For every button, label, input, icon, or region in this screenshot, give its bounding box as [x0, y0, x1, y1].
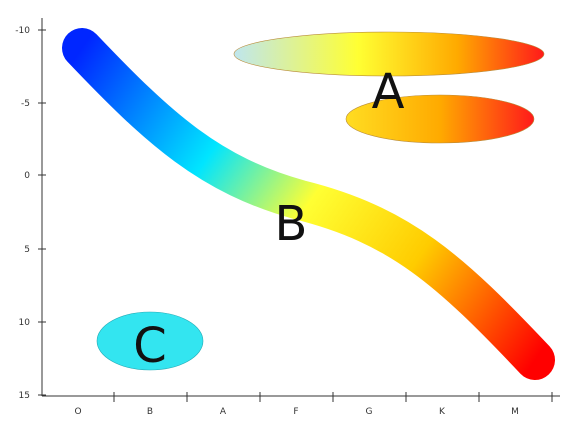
x-axis-ticks — [113, 392, 553, 402]
x-tick-label: K — [439, 407, 446, 417]
x-tick-label: A — [220, 407, 227, 417]
region-b-label: B — [275, 196, 308, 252]
region-a-lower-ellipse — [345, 94, 535, 144]
region-a-label: A — [372, 64, 405, 120]
region-b-band — [62, 28, 555, 380]
y-tick-label: 15 — [19, 391, 30, 401]
y-tick-label: 5 — [24, 245, 30, 255]
x-tick-label: O — [74, 407, 81, 417]
x-tick-label: G — [366, 407, 373, 417]
y-tick-label: 0 — [24, 171, 30, 181]
x-tick-label: B — [147, 407, 153, 417]
y-tick-label: -5 — [21, 99, 30, 109]
y-tick-label: -10 — [15, 26, 30, 36]
x-tick-label: M — [511, 407, 519, 417]
region-c-label: C — [133, 318, 167, 374]
y-axis-ticks — [38, 29, 46, 396]
y-tick-label: 10 — [19, 318, 31, 328]
x-tick-label: F — [293, 407, 298, 417]
region-a-upper-ellipse — [233, 31, 545, 77]
region-c-ellipse — [96, 311, 204, 371]
